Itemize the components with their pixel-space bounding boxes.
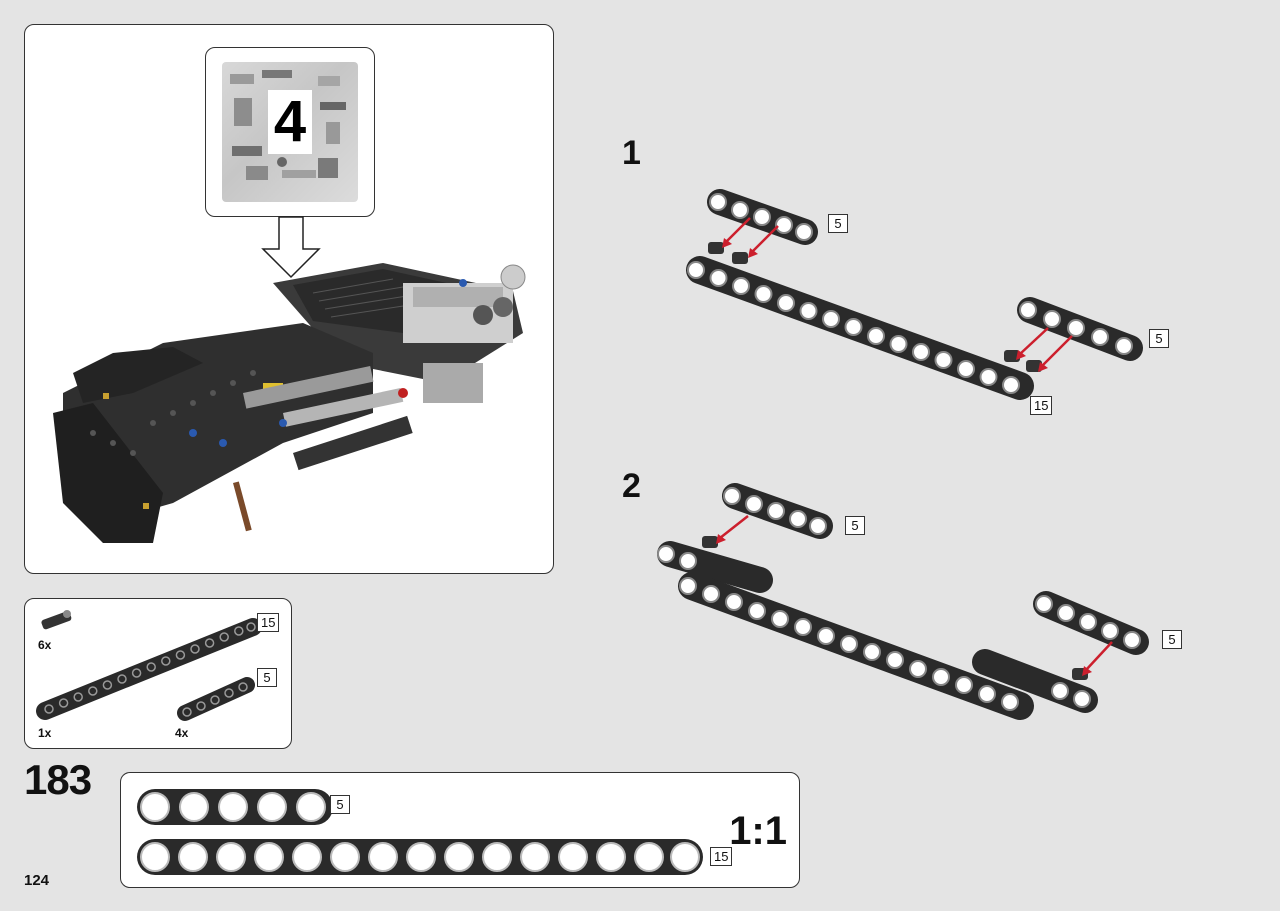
parts-bag-image: 4 xyxy=(222,62,358,202)
build-step-number: 183 xyxy=(24,756,92,803)
liftarm-15-icon xyxy=(36,618,262,720)
bag-callout: 4 xyxy=(205,47,375,217)
beam-pin-icon xyxy=(41,610,72,630)
scale-beam-5 xyxy=(137,789,333,825)
liftarm-5-icon xyxy=(177,677,255,721)
step1-right-beam-length: 5 xyxy=(1149,329,1169,348)
sub-step-1-number: 1 xyxy=(622,134,641,172)
bag-number: 4 xyxy=(268,90,312,154)
sub-step-1-illustration xyxy=(686,189,1143,400)
down-arrow-icon xyxy=(261,216,321,279)
length-label-5: 5 xyxy=(257,668,277,687)
quantity-liftarm-15: 1x xyxy=(38,726,52,740)
sub-step-2-number: 2 xyxy=(622,467,641,505)
page-number: 124 xyxy=(24,872,50,889)
quantity-pin: 6x xyxy=(38,638,52,652)
step1-long-beam-length: 15 xyxy=(1030,396,1053,415)
parts-list-panel: 6x 15 1x 5 4x xyxy=(24,598,292,749)
step1-top-beam-length: 5 xyxy=(828,214,848,233)
quantity-liftarm-5: 4x xyxy=(175,726,189,740)
sub-step-2-illustration xyxy=(657,483,1149,720)
length-label-15: 15 xyxy=(257,613,280,632)
scale-length-15: 15 xyxy=(710,847,733,866)
scale-length-5: 5 xyxy=(330,795,350,814)
step2-right-beam-length: 5 xyxy=(1162,630,1182,649)
step2-top-beam-length: 5 xyxy=(845,516,865,535)
scale-reference-panel: 5 15 1:1 xyxy=(120,772,800,888)
model-view-panel: 4 xyxy=(24,24,554,574)
scale-ratio-label: 1:1 xyxy=(729,809,787,853)
scale-beam-15 xyxy=(137,839,703,875)
technic-chassis-model xyxy=(53,263,526,543)
